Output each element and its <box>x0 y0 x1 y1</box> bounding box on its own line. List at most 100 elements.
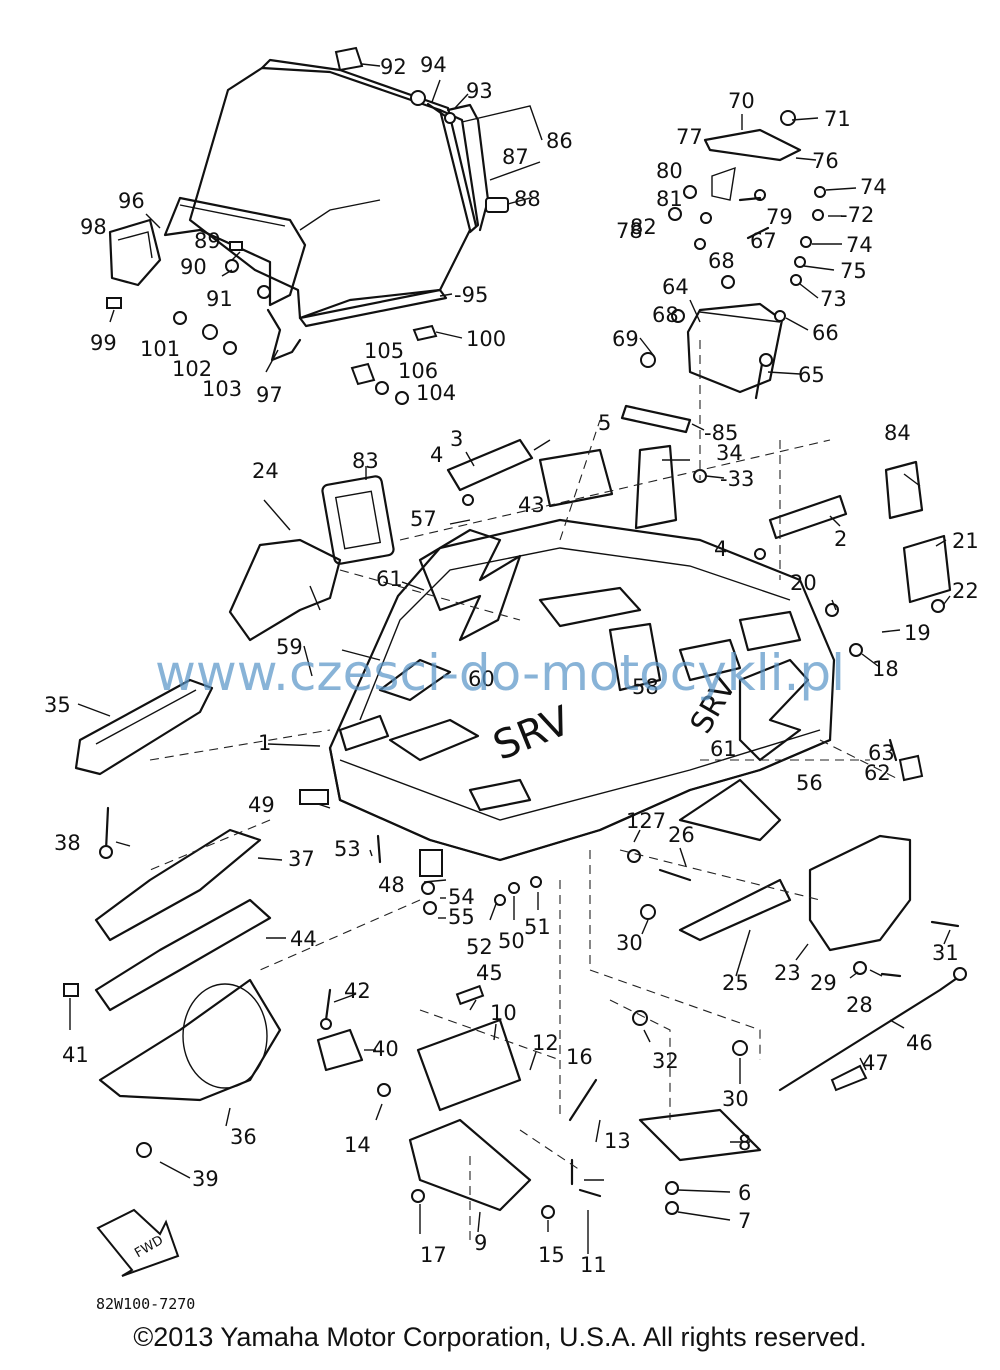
callout-p20: 20 <box>790 571 817 595</box>
callout-p105: 105 <box>364 339 404 363</box>
callout-p39: 39 <box>192 1167 219 1191</box>
callout-p24: 24 <box>252 459 279 483</box>
callout-p9: 9 <box>474 1231 487 1255</box>
callout-p95: -95 <box>454 283 488 307</box>
callout-p65: 65 <box>798 363 825 387</box>
callout-p5: 5 <box>598 411 611 435</box>
callout-p98: 98 <box>80 215 107 239</box>
callout-p70: 70 <box>728 89 755 113</box>
copyright-notice: ©2013 Yamaha Motor Corporation, U.S.A. A… <box>133 1322 867 1352</box>
callout-p67: 67 <box>750 229 777 253</box>
callout-p59: 59 <box>276 635 303 659</box>
callout-p64: 64 <box>662 275 689 299</box>
callout-p45: 45 <box>476 961 503 985</box>
callout-p16: 16 <box>566 1045 593 1069</box>
callout-p35: 35 <box>44 693 71 717</box>
callout-p49: 49 <box>248 793 275 817</box>
callout-p88: 88 <box>514 187 541 211</box>
callout-p73: 73 <box>820 287 847 311</box>
callout-p94: 94 <box>420 53 447 77</box>
callout-p77: 77 <box>676 125 703 149</box>
callout-p29: 29 <box>810 971 837 995</box>
callout-p60: 60 <box>468 667 495 691</box>
callout-p3: 3 <box>450 427 463 451</box>
callout-p50: 50 <box>498 929 525 953</box>
body-parts <box>63 404 967 1219</box>
callout-p21: 21 <box>952 529 979 553</box>
windshield-assembly <box>106 46 509 405</box>
fwd-arrow: FWD <box>96 1208 180 1277</box>
callout-p51: 51 <box>524 915 551 939</box>
callout-p85: -85 <box>704 421 738 445</box>
callout-p68a: 68 <box>708 249 735 273</box>
callout-p74b: 74 <box>846 233 873 257</box>
callout-p4b: 4 <box>714 537 727 561</box>
callout-p72: -72 <box>840 203 874 227</box>
callout-p90: 90 <box>180 255 207 279</box>
headlight-assembly <box>640 110 826 400</box>
callout-p71: 71 <box>824 107 851 131</box>
callout-p14: 14 <box>344 1133 371 1157</box>
callout-p19: 19 <box>904 621 931 645</box>
callout-p69: 69 <box>612 327 639 351</box>
callout-p74a: 74 <box>860 175 887 199</box>
callout-p97: 97 <box>256 383 283 407</box>
callout-p7: 7 <box>738 1209 751 1233</box>
callout-p101: 101 <box>140 337 180 361</box>
callout-p87: 87 <box>502 145 529 169</box>
callout-p104: 104 <box>416 381 456 405</box>
callout-p33: -33 <box>720 467 754 491</box>
callout-p54: 54 <box>448 885 475 909</box>
callout-p56: 56 <box>796 771 823 795</box>
callout-p41: 41 <box>62 1043 89 1067</box>
callout-p58: 58 <box>632 675 659 699</box>
callout-p100: 100 <box>466 327 506 351</box>
callout-p40: 40 <box>372 1037 399 1061</box>
callout-p25: 25 <box>722 971 749 995</box>
callout-p75: 75 <box>840 259 867 283</box>
callout-p30b: 30 <box>722 1087 749 1111</box>
callout-p31: 31 <box>932 941 959 965</box>
callout-p11: 11 <box>580 1253 607 1277</box>
callout-p55: 55 <box>448 905 475 929</box>
callout-p46: 46 <box>906 1031 933 1055</box>
callout-p89: 89 <box>194 229 221 253</box>
reference-code: 82W100-7270 <box>96 1295 196 1313</box>
callout-p22: 22 <box>952 579 979 603</box>
callout-p44: 44 <box>290 927 317 951</box>
callout-p68b: 68 <box>652 303 679 327</box>
callout-p103: 103 <box>202 377 242 401</box>
callout-p53: 53 <box>334 837 361 861</box>
callout-labels: 1234456789101112131415161718192021222324… <box>44 53 979 1277</box>
callout-p23: 23 <box>774 961 801 985</box>
callout-p127: 127 <box>626 809 666 833</box>
callout-p37: 37 <box>288 847 315 871</box>
callout-p79: 79 <box>766 205 793 229</box>
callout-p78: 78 <box>616 219 643 243</box>
callout-p42: 42 <box>344 979 371 1003</box>
callout-p38: 38 <box>54 831 81 855</box>
callout-p81: 81 <box>656 187 683 211</box>
watermark-text: www.czesci-do-motocykli.pl <box>154 644 846 702</box>
callout-p61a: 61 <box>376 567 403 591</box>
callout-p13: 13 <box>604 1129 631 1153</box>
callout-p18: 18 <box>872 657 899 681</box>
callout-p61b: 61 <box>710 737 737 761</box>
callout-p106: 106 <box>398 359 438 383</box>
callout-p26: 26 <box>668 823 695 847</box>
callout-p28: 28 <box>846 993 873 1017</box>
callout-p80: 80 <box>656 159 683 183</box>
callout-p76: 76 <box>812 149 839 173</box>
callout-p36: 36 <box>230 1125 257 1149</box>
callout-p4a: 4 <box>430 443 443 467</box>
callout-p93: 93 <box>466 79 493 103</box>
callout-p66: 66 <box>812 321 839 345</box>
hood-decal-text: SRV <box>487 698 577 770</box>
callout-p8: 8 <box>738 1131 751 1155</box>
callout-p43: 43 <box>518 493 545 517</box>
callout-p6: 6 <box>738 1181 751 1205</box>
callout-p57: 57 <box>410 507 437 531</box>
callout-p96: 96 <box>118 189 145 213</box>
callout-p102: 102 <box>172 357 212 381</box>
